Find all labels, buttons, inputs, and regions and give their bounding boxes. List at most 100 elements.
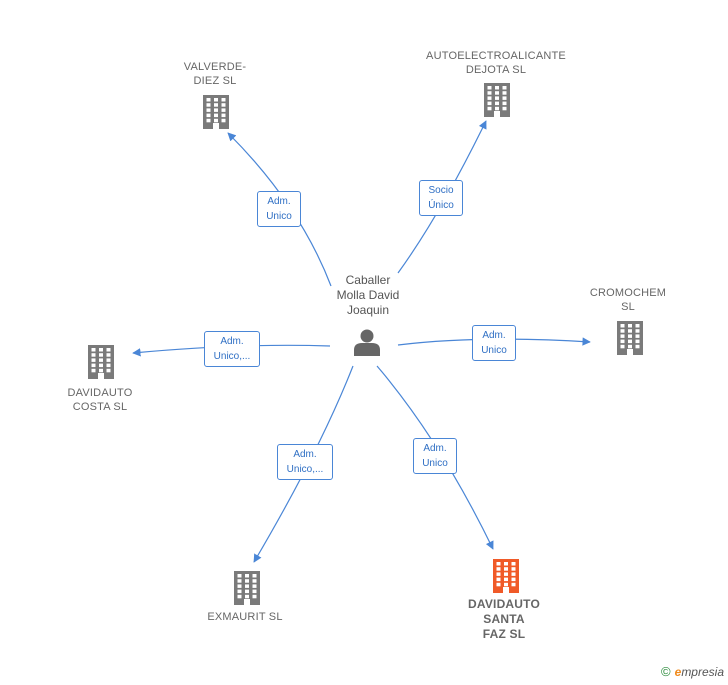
building-window xyxy=(99,363,103,368)
building-window xyxy=(206,113,211,118)
building-window xyxy=(221,98,226,102)
footer-brand[interactable]: © empresia xyxy=(661,664,724,679)
building-window xyxy=(237,574,242,578)
building-window xyxy=(214,98,218,102)
company-label-cromochem[interactable]: CROMOCHEM SL xyxy=(578,286,678,314)
building-window xyxy=(502,101,507,106)
building-window xyxy=(628,334,632,338)
building-window xyxy=(106,358,111,362)
building-window xyxy=(206,118,211,123)
edge-label-line: Adm. xyxy=(293,449,317,460)
building-window xyxy=(502,86,507,90)
building-window xyxy=(252,579,257,583)
building-window xyxy=(91,353,96,357)
company-label-davidauto-costa[interactable]: DAVIDAUTO COSTA SL xyxy=(50,386,150,414)
building-window xyxy=(106,348,111,352)
edge-label-line: Unico xyxy=(481,345,507,356)
edge-label-davidauto-costa[interactable]: Adm. Unico,... xyxy=(204,331,260,367)
building-window xyxy=(495,101,499,106)
edge-label-autoelectro[interactable]: Socio Único xyxy=(419,180,463,216)
building-door xyxy=(494,111,500,117)
building-window xyxy=(221,108,226,112)
building-window xyxy=(495,96,499,100)
edge-label-line: Adm. xyxy=(220,336,244,347)
building-icon-cromochem[interactable] xyxy=(617,321,643,355)
building-window xyxy=(496,577,501,582)
building-window xyxy=(628,339,632,344)
building-window xyxy=(495,86,499,90)
building-window xyxy=(620,334,625,338)
building-icon-exmaurit[interactable] xyxy=(234,571,260,605)
building-window xyxy=(628,329,632,333)
building-window xyxy=(504,582,508,587)
building-window xyxy=(245,594,249,599)
edge-label-line: Único xyxy=(428,200,454,211)
company-name-line: CROMOCHEM xyxy=(589,287,667,299)
building-window xyxy=(214,113,218,118)
center-person-label[interactable]: Caballer Molla David Joaquin xyxy=(310,273,426,318)
edge-label-line: Unico xyxy=(266,211,292,222)
building-window xyxy=(487,86,492,90)
edge-label-line: Adm. xyxy=(423,443,447,454)
building-window xyxy=(495,106,499,111)
company-label-davidauto-santa[interactable]: DAVIDAUTO SANTA FAZ SL xyxy=(454,597,554,642)
edge-label-cromochem[interactable]: Adm. Unico xyxy=(472,325,516,361)
building-window xyxy=(206,108,211,112)
edge-label-line: Adm. xyxy=(267,196,291,207)
edges-layer xyxy=(132,120,591,563)
building-window xyxy=(511,582,516,587)
building-window xyxy=(237,579,242,583)
building-window xyxy=(237,589,242,594)
building-window xyxy=(620,339,625,344)
building-window xyxy=(504,562,508,566)
building-window xyxy=(91,348,96,352)
building-window xyxy=(252,594,257,599)
building-window xyxy=(106,363,111,368)
company-name-line: DAVIDAUTO xyxy=(67,387,133,399)
building-window xyxy=(91,363,96,368)
building-window xyxy=(635,339,640,344)
building-window xyxy=(245,574,249,578)
building-window xyxy=(91,368,96,373)
company-name-line: VALVERDE- xyxy=(183,61,247,73)
building-icon-autoelectro[interactable] xyxy=(484,83,510,117)
building-window xyxy=(496,582,501,587)
building-window xyxy=(214,108,218,112)
edge-label-valverde[interactable]: Adm. Unico xyxy=(257,191,301,227)
building-window xyxy=(252,584,257,588)
building-icon-davidauto-costa[interactable] xyxy=(88,345,114,379)
building-window xyxy=(252,574,257,578)
company-label-exmaurit[interactable]: EXMAURIT SL xyxy=(190,610,300,624)
person-icon[interactable] xyxy=(354,329,380,357)
company-label-autoelectro[interactable]: AUTOELECTROALICANTE DEJOTA SL xyxy=(410,49,582,77)
building-door xyxy=(627,349,633,355)
brand-rest: mpresia xyxy=(681,664,724,679)
building-window xyxy=(106,368,111,373)
building-window xyxy=(511,572,516,576)
company-label-valverde[interactable]: VALVERDE- DIEZ SL xyxy=(165,60,265,88)
building-window xyxy=(487,106,492,111)
building-icon-valverde[interactable] xyxy=(203,95,229,129)
building-window xyxy=(620,329,625,333)
company-name-line: DIEZ SL xyxy=(193,75,237,87)
building-window xyxy=(496,572,501,576)
brand-initial: e xyxy=(674,664,682,679)
company-name-line: SL xyxy=(621,301,635,313)
company-name-line: COSTA SL xyxy=(72,401,128,413)
company-name-line: AUTOELECTROALICANTE xyxy=(426,50,566,62)
building-window xyxy=(495,91,499,95)
edge-label-davidauto-santa[interactable]: Adm. Unico xyxy=(413,438,457,474)
building-window xyxy=(511,567,516,571)
edge-label-line: Socio xyxy=(428,185,454,196)
building-window xyxy=(635,324,640,328)
building-door xyxy=(244,599,250,605)
building-window xyxy=(504,572,508,576)
building-window xyxy=(245,584,249,588)
building-icon-davidauto-santa[interactable] xyxy=(493,559,519,593)
building-window xyxy=(628,324,632,328)
building-window xyxy=(206,98,211,102)
building-window xyxy=(245,589,249,594)
center-name-line: Joaquin xyxy=(346,303,390,317)
edge-label-exmaurit[interactable]: Adm. Unico,... xyxy=(277,444,333,480)
